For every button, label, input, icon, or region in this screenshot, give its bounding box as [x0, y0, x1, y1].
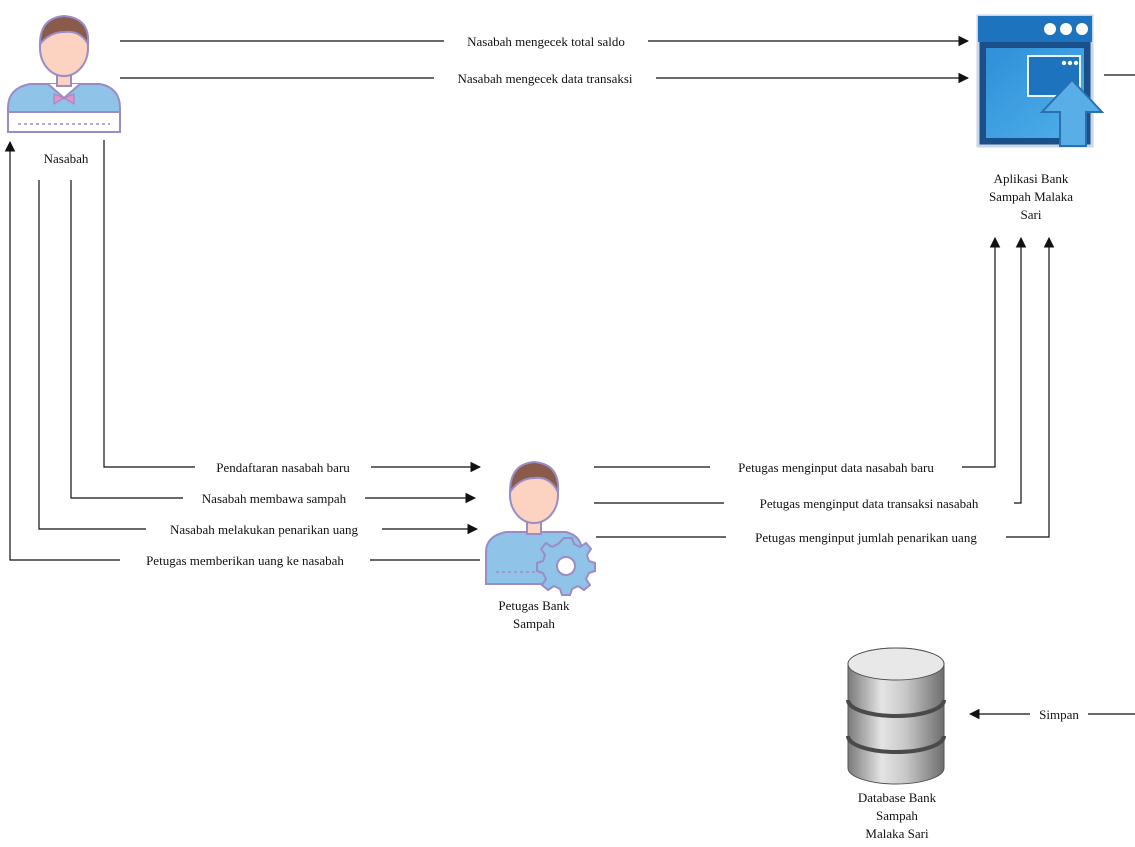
flow-beri-uang-label: Petugas memberikan uang ke nasabah: [146, 553, 344, 568]
petugas-label-line-1: Petugas Bank: [498, 598, 570, 613]
flow-input-nasabah-line: [594, 236, 1001, 468]
flow-bawa-sampah-line: [70, 180, 477, 504]
database-label-line-3: Malaka Sari: [865, 826, 929, 841]
aplikasi-label-line-2: Sampah Malaka: [988, 189, 1074, 204]
database-label: Database Bank Sampah Malaka Sari: [834, 789, 960, 843]
flow-bawa-sampah-label: Nasabah membawa sampah: [202, 491, 347, 506]
petugas-user-gear-icon: [485, 460, 596, 596]
application-window-icon: [976, 14, 1105, 148]
nasabah-label: Nasabah: [14, 150, 118, 168]
flow-pendaftaran-line: [103, 140, 482, 473]
flow-pendaftaran-label: Pendaftaran nasabah baru: [216, 460, 350, 475]
aplikasi-label-line-1: Aplikasi Bank: [993, 171, 1069, 186]
flow-input-penarikan-line: [596, 236, 1055, 538]
database-label-line-2: Sampah: [876, 808, 918, 823]
petugas-label: Petugas Bank Sampah: [478, 597, 590, 633]
petugas-label-line-2: Sampah: [513, 616, 555, 631]
flow-penarikan-label: Nasabah melakukan penarikan uang: [170, 522, 359, 537]
flow-simpan-label: Simpan: [1039, 707, 1079, 722]
flow-cek-transaksi-label: Nasabah mengecek data transaksi: [457, 71, 632, 86]
flow-input-nasabah-label: Petugas menginput data nasabah baru: [738, 460, 934, 475]
flow-labels: Nasabah mengecek total saldo Nasabah men…: [120, 32, 1088, 723]
flow-input-transaksi-label: Petugas menginput data transaksi nasabah: [760, 496, 979, 511]
aplikasi-label-line-3: Sari: [1020, 207, 1042, 222]
flow-cek-saldo-label: Nasabah mengecek total saldo: [467, 34, 625, 49]
database-label-line-1: Database Bank: [857, 790, 937, 805]
nasabah-user-icon: [7, 14, 121, 133]
flow-input-penarikan-label: Petugas menginput jumlah penarikan uang: [755, 530, 977, 545]
nasabah-name: Nasabah: [43, 151, 89, 166]
database-cylinder-icon: [846, 647, 946, 785]
aplikasi-label: Aplikasi Bank Sampah Malaka Sari: [966, 170, 1096, 224]
flow-penarikan-line: [38, 180, 479, 535]
